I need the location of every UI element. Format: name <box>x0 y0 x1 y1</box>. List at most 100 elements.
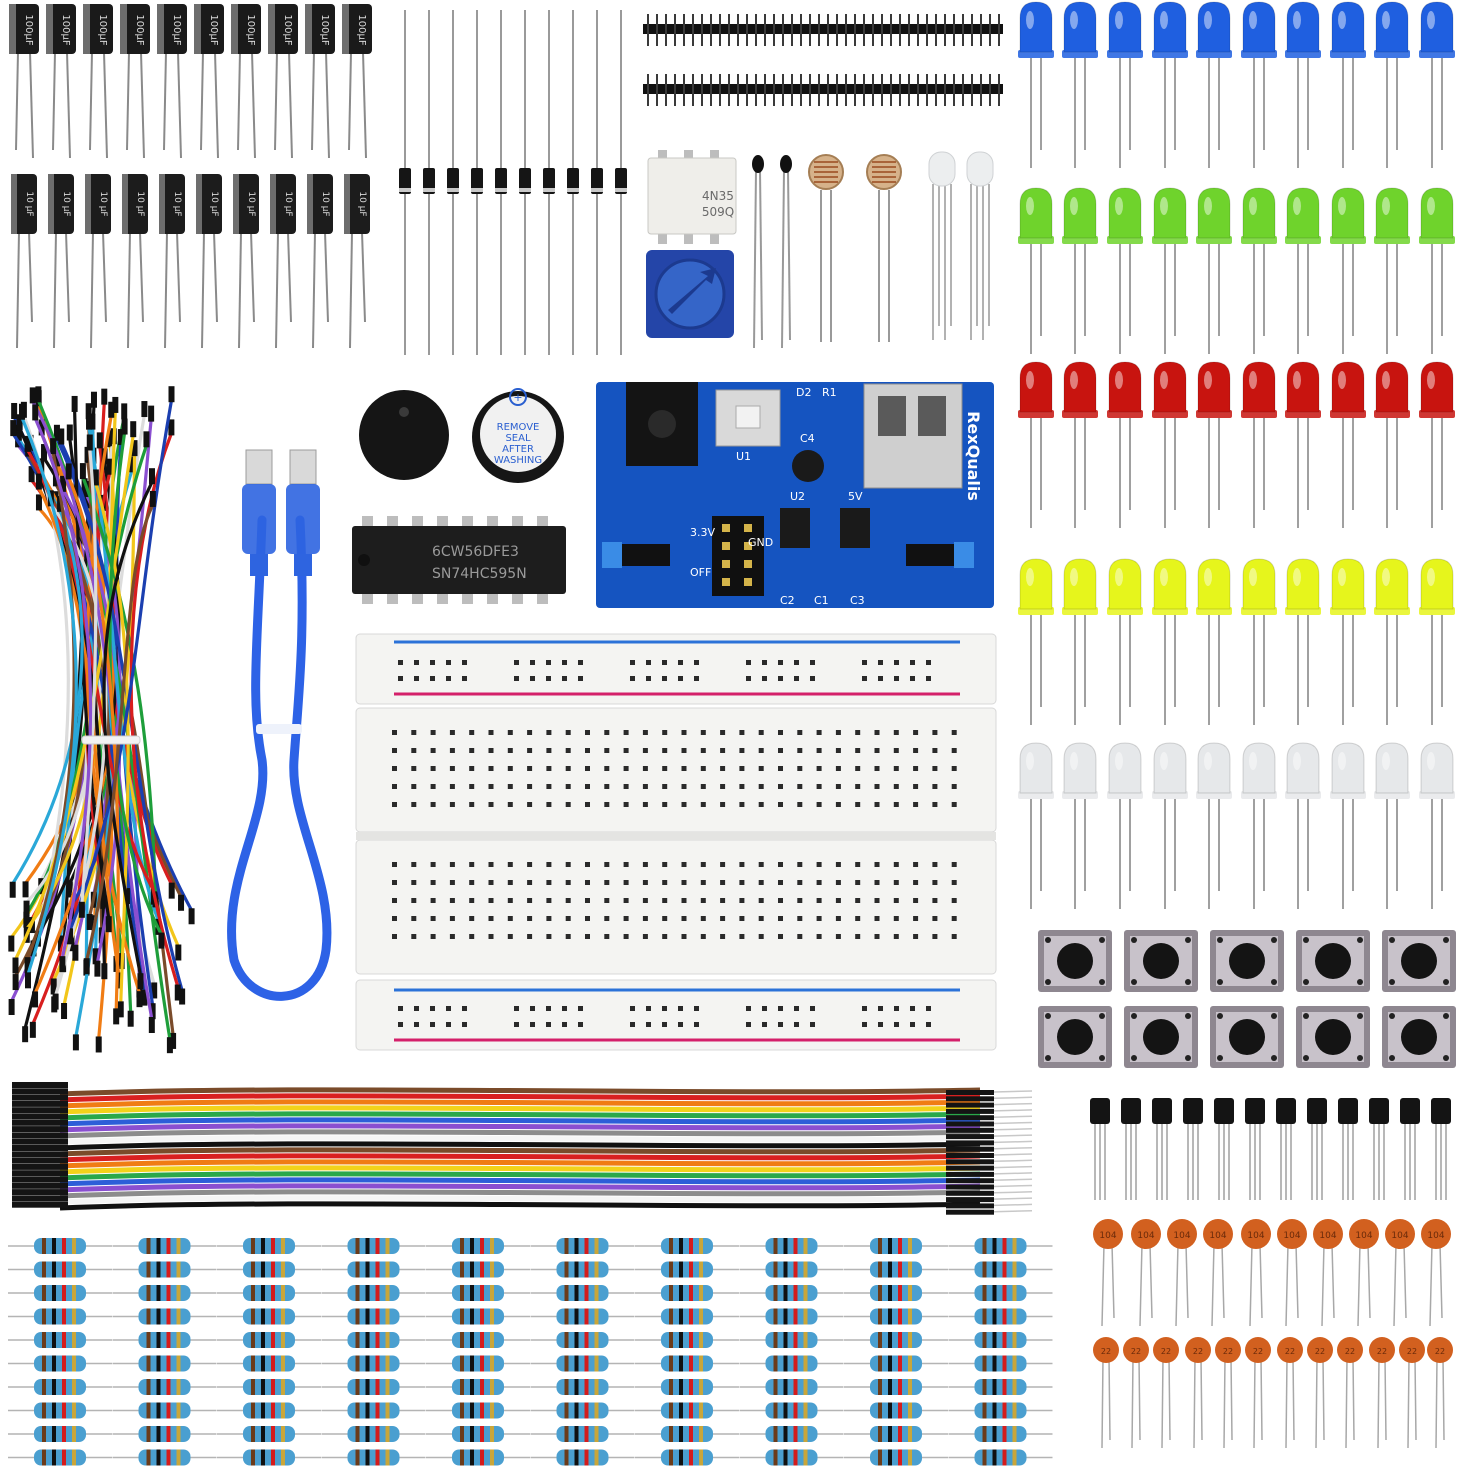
ribbon-wire <box>59 1171 981 1181</box>
resistor-band <box>773 1332 778 1348</box>
breadboard-hole <box>681 898 687 903</box>
plus-icon <box>509 388 527 406</box>
transistor-body <box>1307 1098 1327 1124</box>
resistor-band <box>1012 1355 1017 1372</box>
dupont-male <box>946 1102 994 1108</box>
diode-body <box>519 168 531 194</box>
jumper-wire <box>68 399 174 931</box>
led-highlight <box>1382 568 1390 586</box>
breadboard-hole <box>462 1006 467 1011</box>
button-corner <box>1185 979 1191 985</box>
resistor-band <box>878 1308 882 1325</box>
resistor-body <box>765 1332 818 1348</box>
resistor-body <box>870 1379 922 1395</box>
resistor-band <box>72 1426 76 1442</box>
led-highlight <box>1382 197 1390 215</box>
resistor-band <box>773 1426 778 1442</box>
breadboard-hole <box>604 730 610 735</box>
breadboard-hole <box>778 784 783 789</box>
ceramic-capacitor-body <box>1093 1219 1123 1249</box>
resistor-band <box>669 1449 673 1466</box>
breadboard-hole <box>874 898 880 903</box>
plus-icon: + <box>513 391 522 404</box>
breadboard-hole <box>398 660 403 665</box>
breadboard-hole <box>816 784 822 789</box>
led-highlight <box>1293 197 1301 215</box>
resistor-body <box>870 1285 922 1301</box>
breadboard-hole <box>739 748 745 753</box>
resistor-band <box>898 1355 902 1372</box>
breadboard-hole <box>778 802 783 807</box>
breadboard-hole <box>893 934 899 939</box>
ic-pin <box>412 590 423 604</box>
cap-lead <box>1253 1357 1256 1449</box>
breadboard-hole <box>565 862 571 867</box>
diode-band <box>591 188 603 192</box>
breadboard-hole <box>514 676 519 681</box>
resistor-band <box>166 1285 171 1301</box>
resistor-body <box>765 1238 818 1254</box>
resistor-band <box>773 1355 778 1372</box>
dupont-pin <box>993 1159 1033 1163</box>
button-corner <box>1131 937 1137 943</box>
resistor-band <box>803 1285 808 1301</box>
breadboard-hole <box>878 1022 883 1027</box>
jumper-tip <box>128 456 135 473</box>
resistor-band <box>888 1379 892 1395</box>
resistor-band <box>898 1426 902 1442</box>
led-highlight <box>1382 752 1390 770</box>
cap-lead <box>324 231 329 323</box>
capacitor-stripe <box>268 4 275 54</box>
resistor-band <box>584 1238 589 1254</box>
resistor-band <box>365 1379 370 1395</box>
cap-lead <box>52 51 56 151</box>
resistor-body <box>974 1238 1027 1254</box>
breadboard-hole <box>794 1006 799 1011</box>
breadboard-hole <box>951 730 957 735</box>
resistor-band <box>1012 1379 1017 1395</box>
resistor-body <box>243 1402 295 1419</box>
breadboard-hole <box>446 676 451 681</box>
resistor-band <box>261 1238 265 1254</box>
led-body <box>1108 187 1142 239</box>
breadboard-hole <box>565 784 571 789</box>
dupont-pin <box>993 1178 1033 1181</box>
jumper-tip <box>32 404 39 421</box>
led-body <box>1375 187 1409 239</box>
ceramic-capacitor-body <box>1093 1337 1119 1363</box>
led-highlight <box>1026 197 1034 215</box>
resistor-band <box>898 1285 902 1301</box>
cap-lead <box>1357 1243 1361 1327</box>
ceramic-capacitor-body <box>1427 1337 1453 1363</box>
button-corner <box>1099 937 1105 943</box>
resistor-band <box>594 1308 599 1325</box>
cap-lead <box>1439 1243 1443 1319</box>
jumper-tip <box>158 932 165 949</box>
jumper-tip <box>50 978 57 995</box>
jumper-tip <box>35 386 42 403</box>
breadboard-hole <box>762 1022 767 1027</box>
cap-lead <box>361 231 366 323</box>
header-pin <box>722 524 730 532</box>
resistor-band <box>156 1426 161 1442</box>
resistor-band <box>42 1308 46 1325</box>
breadboard-hole <box>835 862 841 867</box>
transistor-body <box>1400 1098 1420 1124</box>
resistor-band <box>594 1332 599 1348</box>
resistor-body <box>870 1261 922 1278</box>
resistor-band <box>460 1285 464 1301</box>
resistor-band <box>1012 1238 1017 1254</box>
jumper-tip <box>105 916 112 933</box>
jumper-tip <box>12 957 19 974</box>
jumper-tip <box>84 446 91 463</box>
jumper-tip <box>38 419 45 436</box>
dupont-female <box>12 1126 68 1133</box>
capacitor-body <box>305 4 335 54</box>
cap-lead <box>1377 1357 1380 1449</box>
jumper-tip <box>8 935 15 952</box>
breadboard-hole <box>878 676 883 681</box>
led-body <box>1242 742 1276 794</box>
ribbon-wire <box>59 1141 981 1151</box>
breadboard-hole <box>797 916 803 921</box>
